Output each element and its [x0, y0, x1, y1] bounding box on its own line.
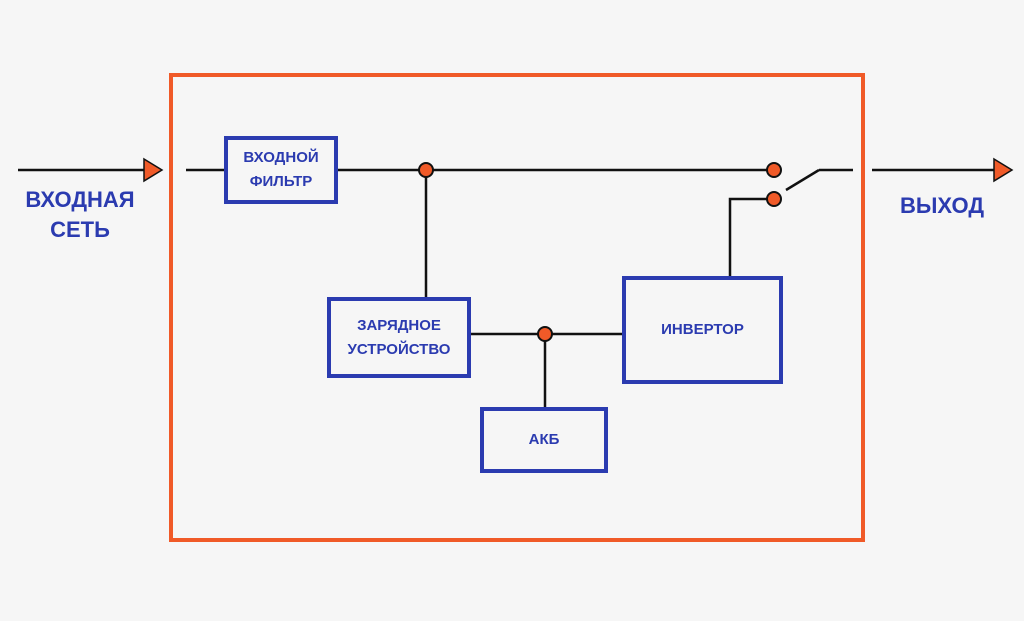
switch-blade [785, 168, 820, 192]
input-network-label: ВХОДНАЯ СЕТЬ [16, 185, 144, 245]
switch-contact-top [766, 162, 782, 178]
input-network-line2: СЕТЬ [50, 217, 110, 242]
output-label-text: ВЫХОД [899, 193, 985, 218]
bus-node [418, 162, 434, 178]
inverter-block: ИНВЕРТОР [622, 276, 783, 384]
charger-line2: УСТРОЙСТВО [347, 340, 451, 358]
charger-line1: ЗАРЯДНОЕ [357, 316, 441, 334]
input-filter-line1: ВХОДНОЙ [243, 149, 319, 166]
inverter-to-switch [728, 197, 767, 279]
battery-block: АКБ [480, 407, 608, 473]
dc-node [537, 326, 553, 342]
input-filter-block: ВХОДНОЙ ФИЛЬТР [224, 136, 338, 204]
charger-block: ЗАРЯДНОЕ УСТРОЙСТВО [327, 297, 471, 378]
battery-label: АКБ [528, 431, 560, 448]
input-network-line1: ВХОДНАЯ [25, 187, 135, 212]
input-filter-line2: ФИЛЬТР [249, 173, 313, 190]
ups-frame [169, 73, 865, 542]
output-label: ВЫХОД [880, 191, 1004, 221]
input-arrow [143, 157, 164, 183]
output-arrow [993, 157, 1014, 183]
switch-contact-bottom [766, 191, 782, 207]
inverter-label: ИНВЕРТОР [661, 321, 744, 338]
